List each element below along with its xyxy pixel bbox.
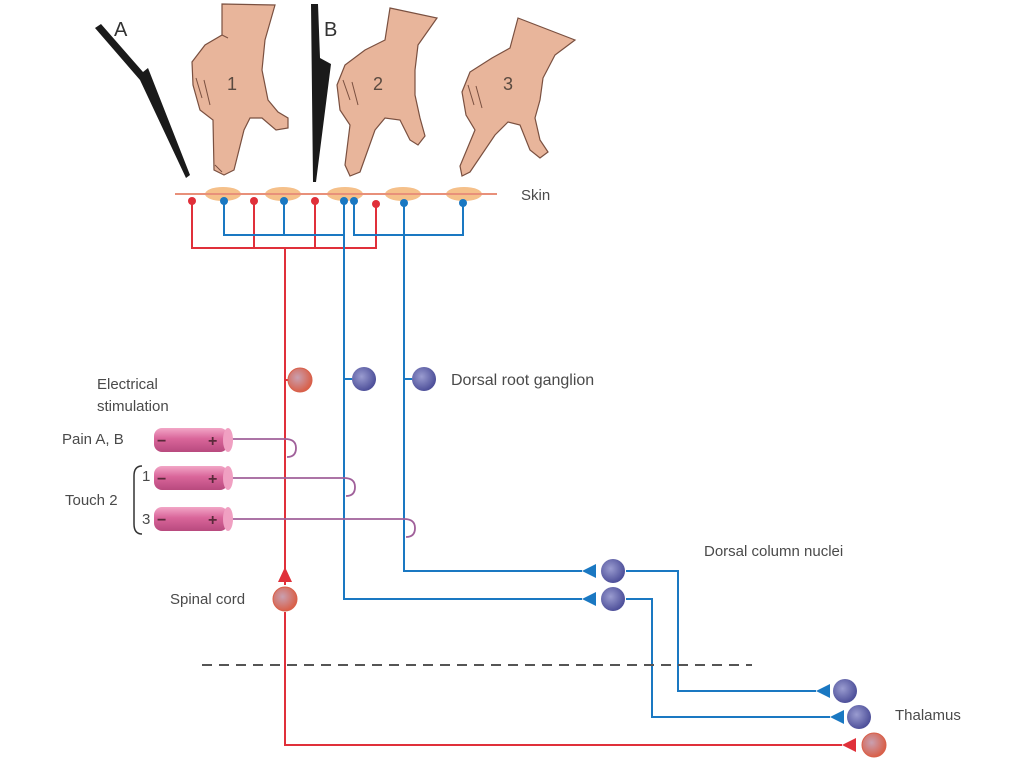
needle-b-label: B: [324, 19, 337, 41]
needle-a-label: A: [114, 19, 128, 41]
electrode-minus: −: [157, 433, 166, 450]
electrode-plus: +: [208, 433, 217, 450]
electrode-plus: +: [208, 512, 217, 529]
touch-pathway-a: [343, 235, 830, 718]
stim-wires: [232, 438, 416, 538]
needle-a: A: [95, 19, 190, 178]
touch-receptors: [223, 202, 464, 236]
electrical-label-1: Electrical: [97, 376, 158, 393]
drg-touch-neuron-b: [412, 367, 436, 391]
electrode-minus: −: [157, 471, 166, 488]
synapse-arrow-icon: [842, 738, 856, 752]
dcn-label: Dorsal column nuclei: [704, 543, 843, 560]
electrode-touch-1: − +: [154, 466, 233, 490]
pain-pathway: [284, 248, 842, 746]
hand-3-label: 3: [503, 74, 513, 94]
dcn-neuron-a: [601, 559, 625, 583]
electrode-minus: −: [157, 512, 166, 529]
thalamus-pain-neuron: [861, 732, 887, 758]
synapse-arrow-icon: [582, 592, 596, 606]
touch-pathway-b: [403, 235, 816, 692]
touch-bracket: [133, 465, 143, 535]
skin-label: Skin: [521, 187, 550, 204]
electrical-stimulation: Electrical stimulation Pain A, B Touch 2…: [62, 376, 416, 538]
dcn-neuron-b: [601, 587, 625, 611]
drg-label: Dorsal root ganglion: [451, 372, 594, 389]
dorsal-root-ganglion: Dorsal root ganglion: [287, 367, 594, 393]
thalamus-neuron-a: [833, 679, 857, 703]
touch-label: Touch 2: [65, 492, 118, 509]
synapse-arrow-icon: [278, 567, 292, 582]
spinal-cord-label: Spinal cord: [170, 591, 245, 608]
pain-receptor-dots: [188, 197, 380, 208]
drg-touch-neuron-a: [352, 367, 376, 391]
pain-label: Pain A, B: [62, 431, 124, 448]
synapse-arrow-icon: [582, 564, 596, 578]
hand-1-label: 1: [227, 74, 237, 94]
thalamus-label: Thalamus: [895, 707, 961, 724]
hand-2: 2: [336, 7, 439, 177]
touch-receptor-dots: [220, 197, 467, 207]
electrode-plus: +: [208, 471, 217, 488]
synapse-arrow-icon: [816, 684, 830, 698]
thalamus: Thalamus: [816, 679, 961, 758]
drg-pain-neuron: [287, 367, 313, 393]
hand-3: 3: [459, 17, 577, 177]
spinal-cord-neuron: [272, 586, 298, 612]
synapse-arrow-icon: [830, 710, 844, 724]
hand-2-label: 2: [373, 74, 383, 94]
hand-1: 1: [191, 3, 289, 176]
dorsal-column-nuclei: Dorsal column nuclei: [582, 543, 843, 611]
spinal-cord: Spinal cord: [170, 567, 298, 612]
needle-b: B: [311, 4, 337, 182]
electrode-pain: − +: [154, 428, 233, 452]
electrical-label-2: stimulation: [97, 398, 169, 415]
touch-1-label: 1: [142, 468, 150, 485]
skin: Skin: [175, 187, 550, 204]
thalamus-neuron-b: [847, 705, 871, 729]
touch-3-label: 3: [142, 511, 150, 528]
electrode-touch-3: − +: [154, 507, 233, 531]
